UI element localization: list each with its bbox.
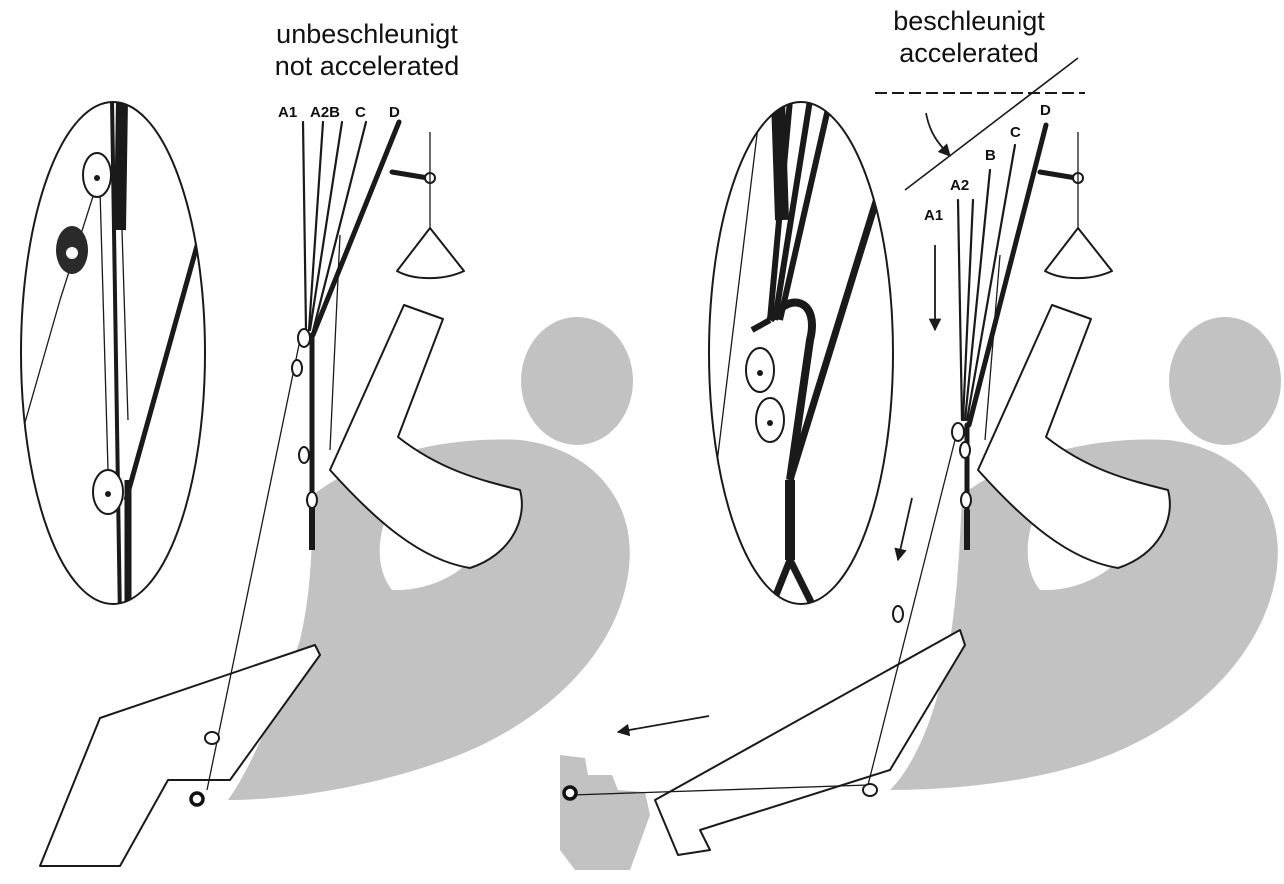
left-riser-label-c: C <box>355 104 366 121</box>
right-riser-label-b: B <box>985 147 996 164</box>
pilot-foot <box>560 755 650 870</box>
rotation-arrow <box>926 113 950 156</box>
right-figure-accelerated: beschleunigt accelerated A1 A2 B C D <box>560 6 1281 870</box>
left-riser-label-a1: A1 <box>278 104 297 121</box>
right-riser-label-a2: A2 <box>950 177 969 194</box>
tilted-line <box>905 58 1078 190</box>
seat-and-leg-right <box>655 630 965 855</box>
right-title-line1: beschleunigt <box>893 6 1045 36</box>
right-riser-label-c: C <box>1010 124 1021 141</box>
left-zoom-detail <box>20 100 205 620</box>
left-brake-handle <box>392 132 464 278</box>
right-riser-label-d: D <box>1040 102 1051 119</box>
right-brake-handle <box>1040 132 1112 278</box>
right-riser-label-a1: A1 <box>924 207 943 224</box>
right-zoom-detail <box>709 100 895 610</box>
left-foot-stirrup <box>191 793 203 805</box>
left-riser-label-a2b: A2B <box>310 104 340 121</box>
left-figure-not-accelerated: unbeschleunigt not accelerated A1 A2B C … <box>20 19 633 866</box>
left-riser-label-d: D <box>389 104 400 121</box>
pilot-head-right <box>1169 317 1281 445</box>
left-title-line2: not accelerated <box>275 51 460 81</box>
left-title-line1: unbeschleunigt <box>276 19 458 49</box>
down-arrow-2 <box>898 498 912 560</box>
push-arrow <box>618 716 709 732</box>
pilot-head <box>521 317 633 445</box>
right-foot-stirrup <box>564 787 576 799</box>
right-title-line2: accelerated <box>899 38 1039 68</box>
